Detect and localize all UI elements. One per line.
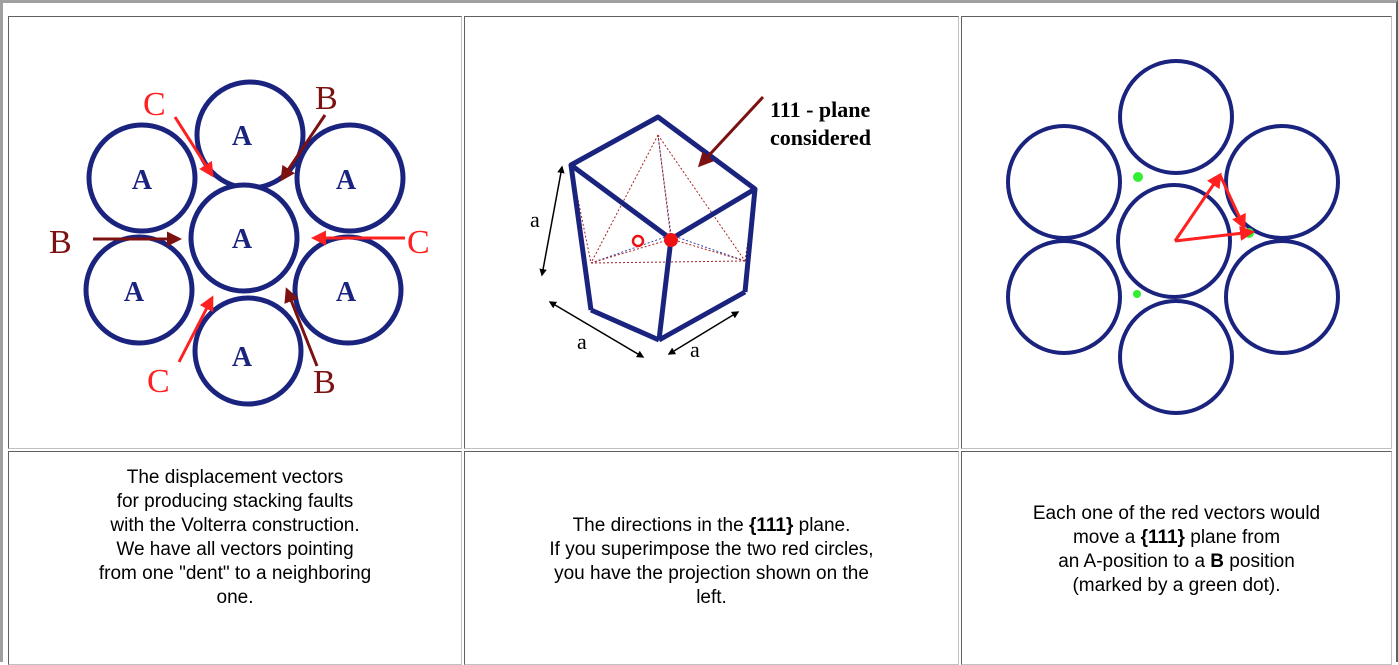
atom-circle-upper-right bbox=[294, 122, 406, 234]
cube-edge-right bbox=[742, 188, 758, 293]
plane-edge-2 bbox=[657, 134, 746, 262]
red-circle-open bbox=[631, 234, 645, 248]
caption-right-line: Each one of the red vectors would bbox=[1032, 503, 1321, 524]
plane-label-line2: considered bbox=[770, 125, 871, 150]
atom-circle-top bbox=[1118, 59, 1234, 175]
cube-edge-front bbox=[656, 238, 674, 341]
caption-left-line: one. bbox=[216, 587, 254, 608]
caption-right-line: move a {111} plane from bbox=[1072, 527, 1281, 548]
panel-displacement-vectors: A A A A A A A C B bbox=[8, 16, 462, 449]
vector-b-bottom bbox=[284, 287, 319, 367]
cube-diagram: a a a 111 - plane considered bbox=[530, 95, 871, 362]
vector-c-top bbox=[173, 116, 214, 178]
caption-middle-line: The directions in the {111} plane. bbox=[572, 515, 851, 536]
vector-up bbox=[1173, 172, 1222, 242]
caption-cell-right: Each one of the red vectors would move a… bbox=[961, 451, 1392, 665]
label-b-top: B bbox=[315, 80, 338, 117]
edge-label-vertical: a bbox=[530, 207, 540, 232]
plane-edge-1 bbox=[590, 134, 659, 264]
atom-circle-center bbox=[1116, 183, 1232, 299]
plane-diag-2 bbox=[590, 238, 672, 264]
plane-label-line1: 111 - plane bbox=[770, 97, 870, 122]
green-dot-lower-left bbox=[1133, 290, 1141, 298]
caption-middle-line: If you superimpose the two red circles, bbox=[549, 539, 874, 560]
plane-diag-1 bbox=[657, 134, 672, 240]
atom-circle-center bbox=[188, 182, 300, 294]
layer-label-bottom: A bbox=[232, 342, 253, 373]
atom-circle-upper-left bbox=[1006, 124, 1122, 240]
label-b-left: B bbox=[49, 224, 72, 261]
layer-label-lower-right: A bbox=[336, 277, 357, 308]
layer-label-top: A bbox=[232, 121, 253, 152]
vector-b-top bbox=[280, 114, 327, 182]
hex-packing-diagram-b bbox=[1006, 59, 1340, 415]
atom-circle-bottom bbox=[1118, 299, 1234, 415]
caption-left-line: for producing stacking faults bbox=[116, 491, 354, 512]
label-c-bottom: C bbox=[147, 363, 170, 400]
plane-pointer-arrow bbox=[697, 95, 765, 168]
atom-circle-bottom bbox=[192, 295, 304, 407]
dimension-arrow-bottom-left bbox=[548, 301, 645, 358]
caption-left-line: with the Volterra construction. bbox=[110, 515, 360, 536]
caption-right-line: an A-position to a B position bbox=[1058, 551, 1295, 572]
hex-packing-diagram-a: A A A A A A A C B bbox=[49, 79, 430, 407]
caption-right-line: (marked by a green dot). bbox=[1072, 575, 1281, 596]
cube-edge-left bbox=[568, 164, 594, 311]
caption-left-line: from one "dent" to a neighboring bbox=[98, 563, 372, 584]
green-dot-upper-left bbox=[1133, 172, 1143, 182]
dimension-arrow-bottom-right bbox=[667, 311, 740, 355]
atom-circle-upper-right bbox=[1224, 124, 1340, 240]
atom-circle-lower-left bbox=[1006, 239, 1122, 355]
layer-label-upper-right: A bbox=[336, 165, 357, 196]
caption-left: The displacement vectors for producing s… bbox=[9, 466, 461, 610]
panel-111-plane-cube: a a a 111 - plane considered bbox=[464, 16, 959, 449]
caption-middle-line: left. bbox=[696, 587, 727, 608]
label-b-bottom: B bbox=[313, 364, 336, 401]
atom-circle-lower-right bbox=[1224, 239, 1340, 355]
layer-label-lower-left: A bbox=[124, 277, 145, 308]
dimension-arrow-vertical bbox=[539, 165, 565, 277]
layer-label-center: A bbox=[232, 224, 253, 255]
caption-left-line: The displacement vectors bbox=[126, 467, 344, 488]
caption-middle-line: you have the projection shown on the bbox=[554, 563, 869, 584]
label-c-right: C bbox=[407, 224, 430, 261]
red-dot-filled bbox=[664, 233, 678, 247]
atom-circle-lower-left bbox=[83, 234, 195, 346]
cube-edge-bottom-left bbox=[589, 307, 661, 343]
vector-c-bottom bbox=[177, 295, 214, 363]
label-c-top: C bbox=[143, 86, 166, 123]
hidden-edge-2 bbox=[670, 234, 746, 262]
vector-right bbox=[1174, 225, 1255, 243]
layer-label-upper-left: A bbox=[132, 165, 153, 196]
edge-label-bottom-right: a bbox=[690, 337, 700, 362]
caption-cell-middle: The directions in the {111} plane. If yo… bbox=[464, 451, 959, 665]
edge-label-bottom-left: a bbox=[577, 329, 587, 354]
caption-right: Each one of the red vectors would move a… bbox=[962, 502, 1391, 598]
atom-circle-upper-left bbox=[86, 122, 198, 234]
caption-left-line: We have all vectors pointing bbox=[116, 539, 354, 560]
vector-connector bbox=[1218, 174, 1246, 230]
panel-b-positions bbox=[961, 16, 1392, 449]
caption-middle: The directions in the {111} plane. If yo… bbox=[465, 514, 958, 610]
caption-cell-left: The displacement vectors for producing s… bbox=[8, 451, 462, 665]
plane-diag-3 bbox=[670, 238, 746, 262]
